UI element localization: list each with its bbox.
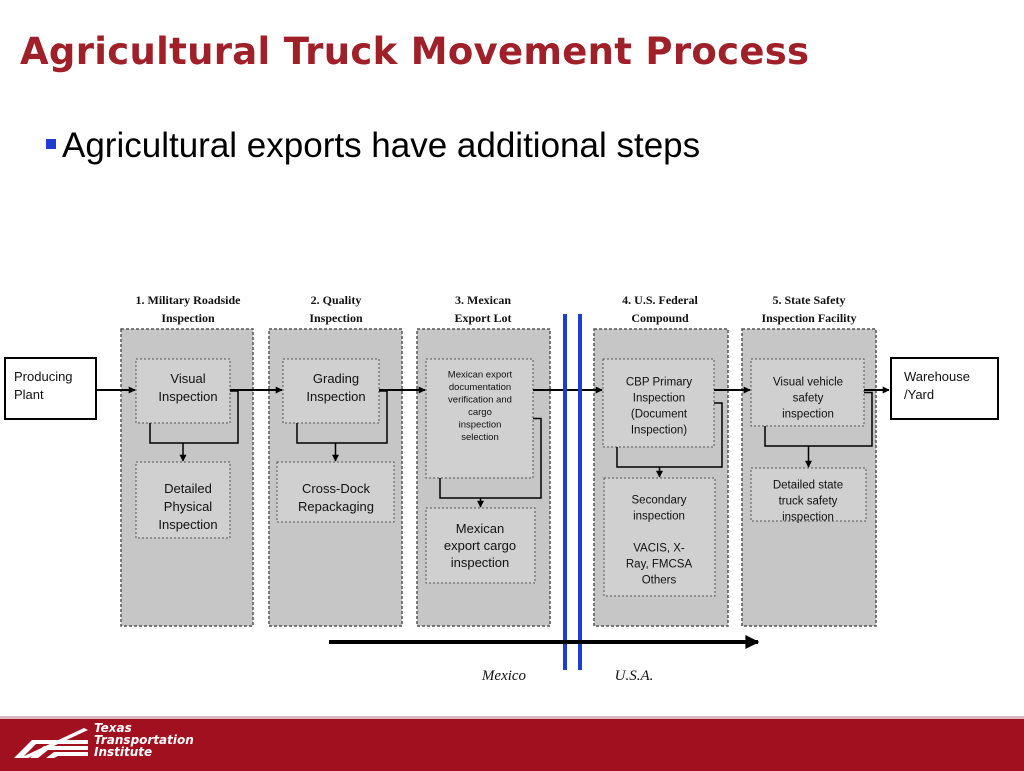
stage-header-2-line: Inspection	[309, 311, 363, 325]
step-text-5-2-line: truck safety	[779, 496, 838, 508]
bracket-connector-3	[439, 417, 542, 499]
logo-line-1: Texas	[94, 721, 132, 735]
step-text-3-1-line: selection	[461, 432, 499, 443]
step-text-1-1-line: Inspection	[158, 389, 217, 404]
step-text-5-1-line: Visual vehicle	[773, 377, 843, 389]
step-text-3-1-line: inspection	[459, 420, 502, 431]
slide-title: Agricultural Truck Movement Process	[20, 30, 810, 73]
bracket-connector-5	[764, 391, 873, 447]
step-text-5-1-line: safety	[793, 393, 824, 405]
step-text-4-2-line: Secondary	[632, 495, 687, 507]
step-box-3-1	[425, 358, 534, 479]
stage-header-5-line: 5. State Safety	[773, 293, 846, 307]
stage-header-3-line: Export Lot	[455, 311, 512, 325]
step-text-4-2-line: inspection	[633, 511, 685, 523]
step-box-2-2	[276, 461, 395, 523]
bullet-item: Agricultural exports have additional ste…	[46, 126, 700, 166]
step-text-4-1-line: CBP Primary	[626, 377, 692, 389]
step-box-4-2	[603, 477, 716, 597]
step-text-4-1-line: (Document	[631, 409, 688, 421]
step-text-3-1-line: Mexican export	[448, 370, 513, 381]
end-box	[890, 357, 999, 420]
footer-bar	[0, 716, 1024, 771]
step-text-3-2-line: export cargo	[444, 538, 516, 553]
step-text-3-1-line: documentation	[449, 382, 511, 393]
stage-header-4-line: 4. U.S. Federal	[622, 293, 698, 307]
step-text-2-2-line: Cross-Dock	[302, 481, 370, 496]
step-box-3-2	[425, 507, 536, 584]
step-text-2-1-line: Grading	[313, 371, 359, 386]
step-box-1-2	[135, 461, 231, 539]
stage-header-3-line: 3. Mexican	[455, 293, 511, 307]
stage-header-2-line: 2. Quality	[311, 293, 362, 307]
bullet-marker-icon	[46, 139, 56, 149]
step-box-5-2	[750, 467, 867, 522]
step-text-4-2-line: VACIS, X-	[633, 543, 685, 555]
end-label-line: /Yard	[904, 387, 934, 402]
step-text-5-1: Visual vehicle safety inspection	[773, 377, 843, 421]
end-label: Warehouse/Yard	[904, 369, 970, 402]
country-label-mexico: Mexico	[481, 668, 527, 684]
step-box-5-1	[750, 358, 865, 427]
bullet-text: Agricultural exports have additional ste…	[62, 126, 701, 165]
step-text-5-2-line: Detailed state	[773, 480, 843, 492]
step-text-1-2-line: Inspection	[158, 517, 217, 532]
step-text-1-2-line: Detailed	[164, 481, 212, 496]
country-label-usa: U.S.A.	[615, 668, 654, 684]
step-text-4-2-line: Ray, FMCSA	[626, 559, 693, 571]
stage-header-4-line: Compound	[631, 311, 689, 325]
tti-logo-text: Texas Transportation Institute	[94, 722, 194, 758]
logo-line-3: Institute	[94, 745, 153, 759]
tti-logo-icon	[14, 728, 88, 758]
logo-line-2: Transportation	[94, 733, 194, 747]
step-text-4-1-line: Inspection)	[631, 425, 687, 437]
start-label-line: Producing	[14, 369, 73, 384]
stage-header-5-line: Inspection Facility	[762, 311, 857, 325]
step-text-4-2-line: Others	[642, 575, 677, 587]
step-text-3-2: Mexican export cargo inspection	[444, 521, 516, 570]
step-text-1-2-line: Physical	[164, 499, 213, 514]
end-label-line: Warehouse	[904, 369, 970, 384]
stage-header-1-line: 1. Military Roadside	[136, 293, 242, 307]
step-text-3-2-line: inspection	[451, 555, 510, 570]
step-text-4-1-line: Inspection	[633, 393, 685, 405]
step-text-5-2-line: inspection	[782, 512, 834, 524]
step-text-2-1-line: Inspection	[306, 389, 365, 404]
step-text-3-2-line: Mexican	[456, 521, 504, 536]
bracket-connector-4	[616, 402, 723, 468]
step-text-1-1-line: Visual	[170, 371, 205, 386]
start-box	[4, 357, 97, 420]
stage-header-1-line: Inspection	[161, 311, 215, 325]
step-text-5-2: Detailed state truck safety inspection	[773, 480, 843, 524]
step-text-3-1-line: cargo	[468, 407, 492, 418]
step-text-2-2-line: Repackaging	[298, 499, 374, 514]
start-label-line: Plant	[14, 387, 44, 402]
step-box-2-1	[282, 358, 380, 424]
step-text-3-1-line: verification and	[448, 395, 512, 406]
step-box-4-1	[602, 358, 715, 448]
step-text-5-1-line: inspection	[782, 409, 834, 421]
